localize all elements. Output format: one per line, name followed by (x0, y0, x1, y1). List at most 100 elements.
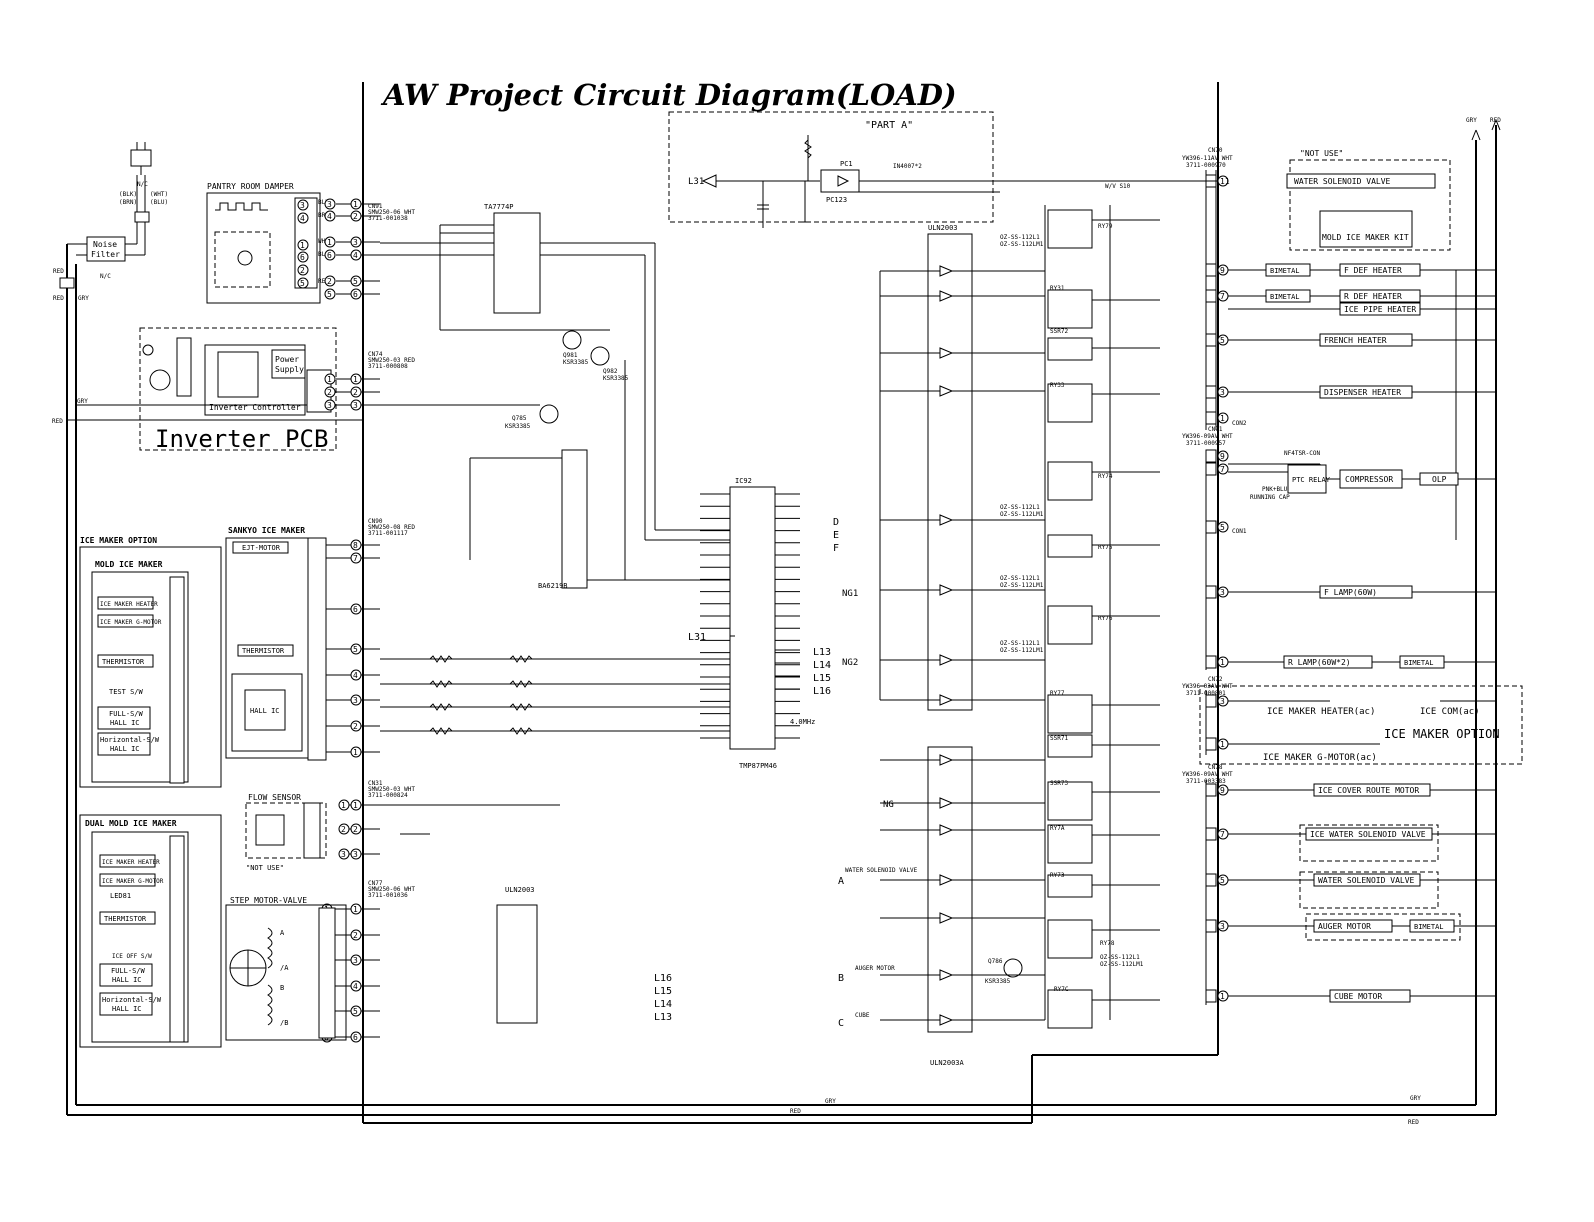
svg-text:5: 5 (353, 645, 358, 654)
svg-text:OZ-SS-112L1: OZ-SS-112L1 (1000, 234, 1040, 241)
ice-maker-option-right: ICE MAKER OPTION ICE MAKER HEATER(ac) IC… (1199, 685, 1523, 765)
svg-text:DUAL MOLD ICE MAKER: DUAL MOLD ICE MAKER (85, 819, 177, 828)
svg-text:OZ-SS-112LM1: OZ-SS-112LM1 (1000, 511, 1044, 518)
svg-text:7: 7 (1220, 465, 1225, 474)
svg-text:F DEF HEATER: F DEF HEATER (1344, 266, 1402, 275)
svg-text:GRY: GRY (78, 295, 89, 302)
svg-text:ICE MAKER G-MOTOR: ICE MAKER G-MOTOR (100, 619, 162, 626)
svg-text:N/C: N/C (100, 273, 111, 280)
connector-pin (1217, 463, 1229, 475)
svg-text:L16: L16 (654, 973, 672, 984)
svg-text:3: 3 (1220, 697, 1225, 706)
svg-text:R DEF HEATER: R DEF HEATER (1344, 292, 1402, 301)
svg-text:B: B (280, 984, 284, 992)
svg-text:MOLD ICE MAKER KIT: MOLD ICE MAKER KIT (1322, 233, 1409, 242)
svg-text:Q982: Q982 (603, 368, 618, 375)
svg-text:(BLU): (BLU) (150, 199, 168, 206)
ic92-pins (380, 493, 800, 835)
relay (1047, 781, 1093, 821)
bimetal-box (1265, 289, 1311, 303)
transistor-q785: Q785 KSR3385 (380, 404, 559, 430)
svg-text:9: 9 (1220, 266, 1225, 275)
bimetal-box (1265, 263, 1311, 277)
svg-text:3: 3 (353, 238, 358, 247)
svg-text:YW396-11AV WHT: YW396-11AV WHT (1182, 155, 1233, 162)
connector-pin (324, 210, 336, 222)
svg-text:2: 2 (327, 388, 332, 397)
relay (1047, 694, 1093, 734)
svg-text:FULL-S/W: FULL-S/W (109, 710, 144, 718)
relay (1047, 919, 1093, 959)
svg-text:YW396-09AV WHT: YW396-09AV WHT (1182, 433, 1233, 440)
svg-text:3: 3 (353, 696, 358, 705)
relay (1047, 337, 1093, 361)
svg-text:2: 2 (353, 931, 358, 940)
svg-text:BLU: BLU (318, 251, 329, 258)
svg-text:1: 1 (341, 801, 346, 810)
svg-text:THERMISTOR: THERMISTOR (102, 658, 145, 666)
relay (1047, 461, 1093, 501)
svg-text:6: 6 (353, 605, 358, 614)
svg-text:4: 4 (353, 251, 358, 260)
svg-text:OZ-SS-112L1: OZ-SS-112L1 (1000, 504, 1040, 511)
relay (1047, 874, 1093, 898)
svg-text:THERMISTOR: THERMISTOR (104, 915, 147, 923)
svg-text:5: 5 (300, 279, 305, 288)
connector-pin (324, 275, 336, 287)
svg-text:RY75: RY75 (1098, 544, 1113, 551)
svg-text:F LAMP(60W): F LAMP(60W) (1324, 588, 1377, 597)
svg-text:"NOT USE": "NOT USE" (1300, 149, 1343, 158)
svg-text:RY33: RY33 (1050, 382, 1065, 389)
svg-text:SSR71: SSR71 (1050, 735, 1068, 742)
step-motor-valve: STEP MOTOR-VALVE A /A B /B (225, 896, 347, 1041)
relay (1047, 824, 1093, 864)
relay (1047, 383, 1093, 423)
svg-text:ICE MAKER OPTION: ICE MAKER OPTION (80, 536, 157, 545)
svg-text:2: 2 (353, 825, 358, 834)
svg-text:5: 5 (327, 290, 332, 299)
svg-text:PTC RELAY: PTC RELAY (1292, 476, 1331, 484)
svg-text:3711-001117: 3711-001117 (368, 530, 408, 537)
svg-text:OLP: OLP (1432, 475, 1447, 484)
relay (1047, 209, 1093, 249)
svg-text:LED81: LED81 (110, 892, 131, 900)
svg-text:RY74: RY74 (1098, 473, 1113, 480)
svg-text:RED: RED (318, 278, 329, 285)
connector-pin (1217, 450, 1229, 462)
svg-text:ICE MAKER HEATER: ICE MAKER HEATER (100, 601, 158, 608)
svg-text:2: 2 (353, 722, 358, 731)
svg-text:FULL-S/W: FULL-S/W (111, 967, 146, 975)
svg-text:3711-000957: 3711-000957 (1186, 440, 1226, 447)
svg-text:3711-000808: 3711-000808 (368, 363, 408, 370)
svg-text:ICE WATER SOLENOID VALVE: ICE WATER SOLENOID VALVE (1310, 830, 1426, 839)
not-use-block: "NOT USE" WATER SOLENOID VALVE MOLD ICE … (1286, 149, 1451, 251)
svg-text:BIMETAL: BIMETAL (1414, 923, 1444, 931)
svg-text:L14: L14 (813, 660, 831, 671)
connector-cn90: CN90 SMW250-08 RED 3711-001117 (368, 518, 415, 537)
svg-text:Inverter Controller: Inverter Controller (209, 403, 301, 412)
relay (1047, 989, 1093, 1029)
svg-text:RY78: RY78 (1100, 940, 1115, 947)
svg-text:2: 2 (353, 212, 358, 221)
svg-text:WATER SOLENOID VALVE: WATER SOLENOID VALVE (845, 867, 918, 874)
svg-text:F: F (833, 543, 839, 554)
ic91: TA7774P (380, 203, 656, 540)
svg-text:KSR3385: KSR3385 (985, 978, 1011, 985)
svg-text:3: 3 (1220, 588, 1225, 597)
svg-text:3711-000824: 3711-000824 (368, 792, 408, 799)
connector-pin (324, 236, 336, 248)
svg-text:Power: Power (275, 355, 299, 364)
svg-text:Horizontal-S/W: Horizontal-S/W (102, 996, 162, 1004)
svg-text:5: 5 (1220, 876, 1225, 885)
svg-text:L14: L14 (654, 999, 672, 1010)
svg-text:4: 4 (327, 212, 332, 221)
svg-text:SMW250-06 WHT: SMW250-06 WHT (368, 886, 415, 893)
svg-text:ICE OFF S/W: ICE OFF S/W (112, 953, 152, 960)
svg-text:Horizontal-S/W: Horizontal-S/W (100, 736, 160, 744)
ic94-driver: ULN2003A (927, 746, 973, 1067)
svg-text:"PART A": "PART A" (865, 120, 913, 131)
relay (1047, 605, 1093, 645)
svg-text:3: 3 (327, 200, 332, 209)
transistor-q786: Q786 KSR3385 (985, 958, 1023, 985)
svg-text:RY7A: RY7A (1050, 825, 1065, 832)
